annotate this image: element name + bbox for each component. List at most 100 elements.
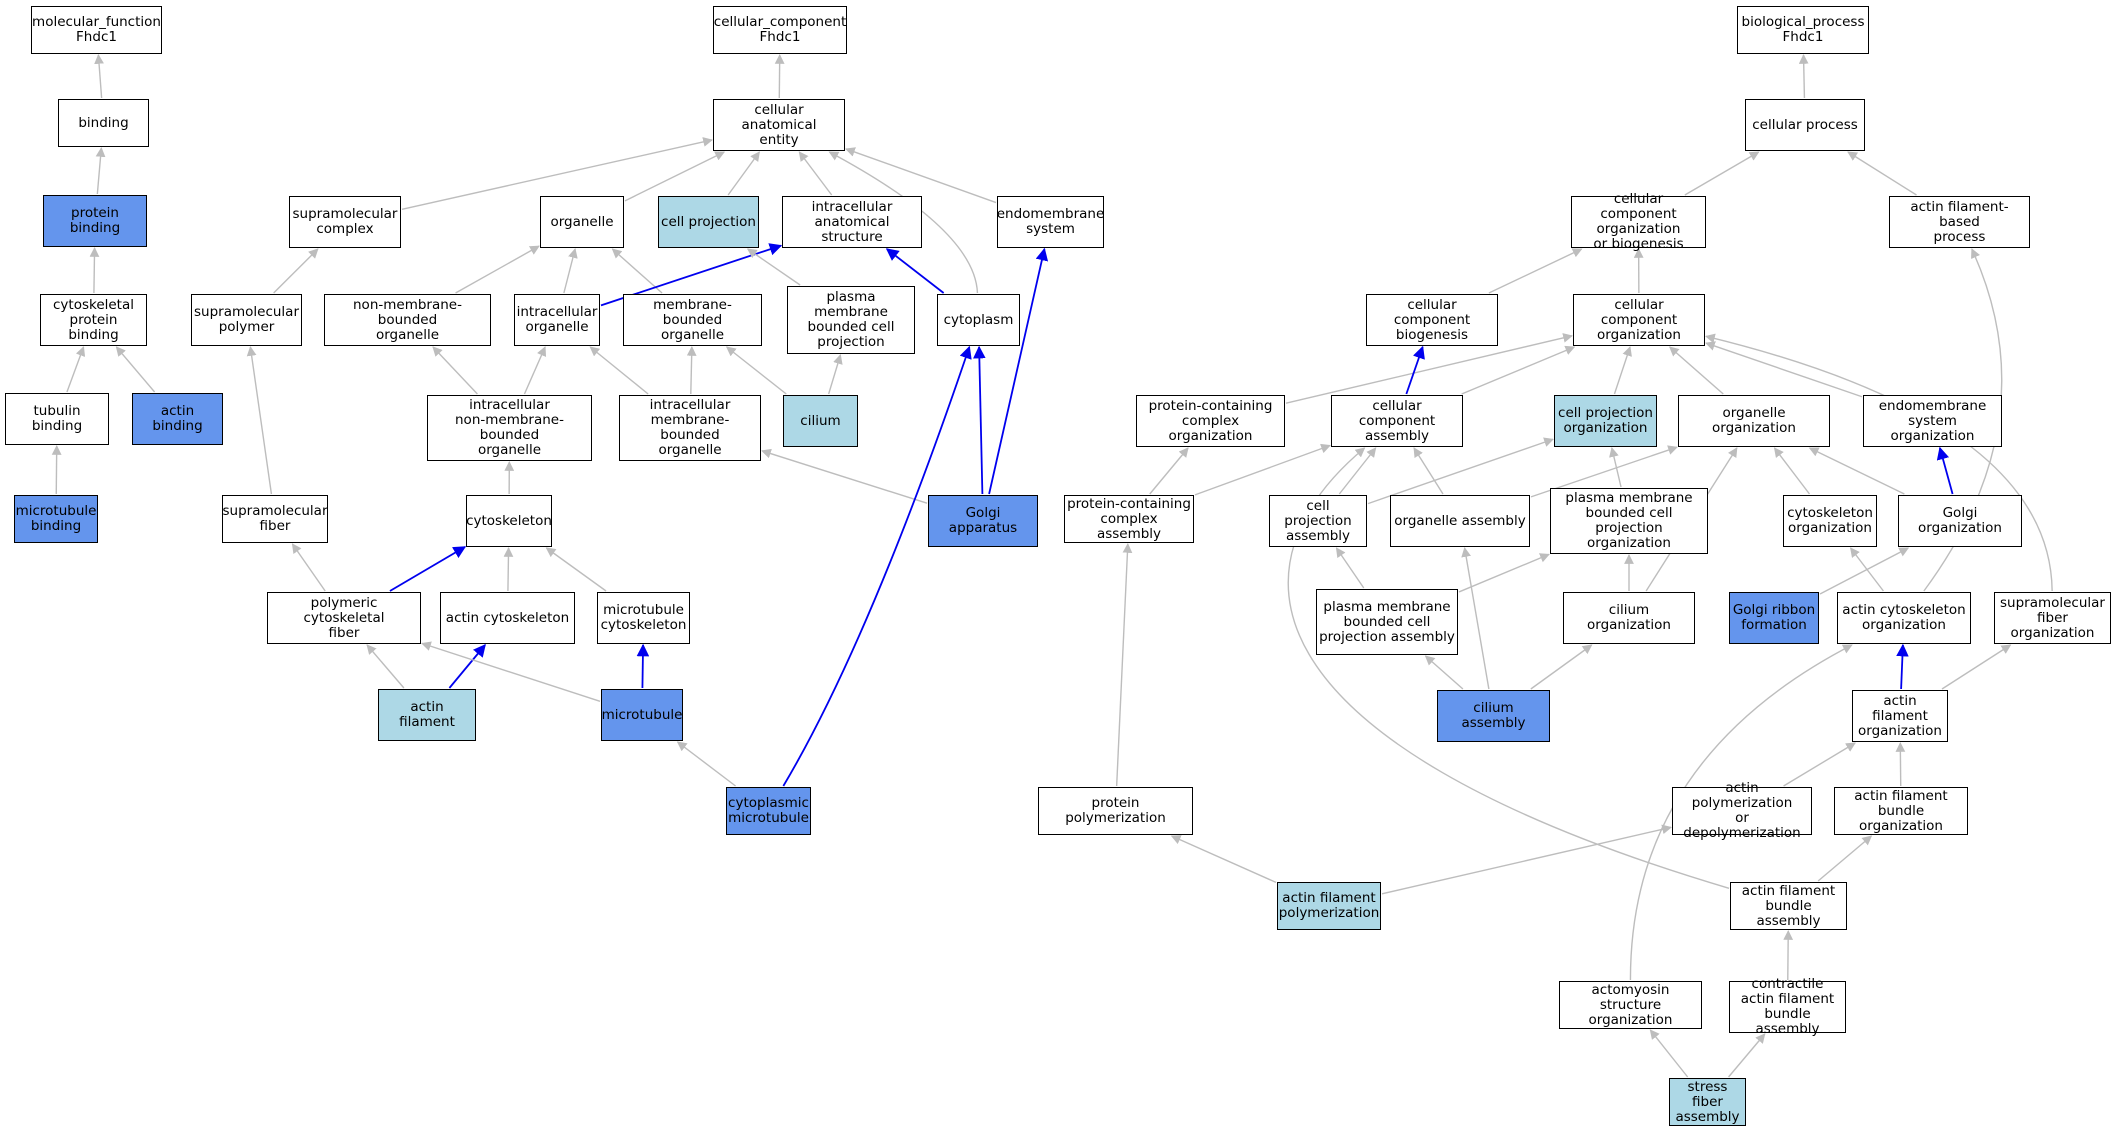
go-term-node-pcco[interactable]: protein-containing complex organization xyxy=(1136,395,1285,447)
go-term-node-mf[interactable]: molecular_function Fhdc1 xyxy=(31,6,162,54)
go-term-node-actin-binding[interactable]: actin binding xyxy=(132,393,223,445)
go-term-node-cilium-assembly[interactable]: cilium assembly xyxy=(1437,690,1550,742)
go-term-node-golgi-ribbon[interactable]: Golgi ribbon formation xyxy=(1729,592,1819,644)
go-term-node-endo-org[interactable]: endomembrane system organization xyxy=(1863,395,2002,447)
go-term-node-actin-filament[interactable]: actin filament xyxy=(378,689,476,741)
edge-poly_cyto_fiber-to-supra_fiber xyxy=(291,543,326,592)
edge-af_polym-to-protein_polym xyxy=(1170,835,1277,884)
edge-actin_cytoskeleton-to-cytoskeleton xyxy=(503,547,514,592)
go-term-node-cytoskeleton[interactable]: cytoskeleton xyxy=(466,495,552,547)
go-term-node-pcca[interactable]: protein-containing complex assembly xyxy=(1064,495,1194,543)
edge-ccob-to-cell_process xyxy=(1684,151,1760,196)
go-term-node-supra-fiber-org[interactable]: supramolecular fiber organization xyxy=(1994,592,2111,644)
go-term-node-contractile-af[interactable]: contractile actin filament bundle assemb… xyxy=(1729,977,1846,1037)
edge-cyto_mt-to-microtubule xyxy=(676,741,736,787)
go-term-node-mt-binding[interactable]: microtubule binding xyxy=(14,495,98,543)
go-term-node-protein-binding[interactable]: protein binding xyxy=(43,195,147,247)
edge-actin_filament-to-actin_cytoskeleton xyxy=(448,644,486,689)
go-term-node-af-org[interactable]: actin filament organization xyxy=(1852,690,1948,742)
go-term-node-cell-projection[interactable]: cell projection xyxy=(658,196,759,248)
go-term-node-cell-process[interactable]: cellular process xyxy=(1745,99,1865,151)
edge-mem_org-to-organelle xyxy=(611,248,663,294)
go-term-node-cell-proj-assembly[interactable]: cell projection assembly xyxy=(1269,495,1367,547)
go-term-node-golgi-org[interactable]: Golgi organization xyxy=(1898,495,2022,547)
edge-actin_cyto_org-to-cytoskeleton_org xyxy=(1850,547,1884,592)
go-term-node-pm-proj-assembly[interactable]: plasma membrane bounded cell projection … xyxy=(1316,589,1458,655)
go-term-node-intra-org[interactable]: intracellular organelle xyxy=(514,294,600,346)
edge-protein_binding-to-binding xyxy=(95,147,106,195)
edge-af_bundle_assembly-to-af_bundle_org xyxy=(1817,835,1873,882)
go-term-node-af-bundle-org[interactable]: actin filament bundle organization xyxy=(1834,787,1968,835)
go-term-node-poly-cyto-fiber[interactable]: polymeric cytoskeletal fiber xyxy=(267,592,421,644)
edge-cell_proj_assembly-to-cc_assembly xyxy=(1338,447,1377,495)
go-term-node-organelle-org[interactable]: organelle organization xyxy=(1678,395,1830,447)
edge-cyto_mt-to-cytoplasm xyxy=(782,345,972,787)
edge-pm_proj_org-to-cell_proj_org xyxy=(1609,447,1622,488)
edge-mt_cytoskeleton-to-cytoskeleton xyxy=(545,547,607,592)
go-term-node-pm-proj[interactable]: plasma membrane bounded cell projection xyxy=(787,286,915,354)
edge-cytoplasm-to-ias xyxy=(885,248,945,294)
edge-nonmem_org-to-organelle xyxy=(455,245,540,294)
edge-cilium_assembly-to-pm_proj_assembly xyxy=(1424,655,1464,690)
go-term-node-protein-polym[interactable]: protein polymerization xyxy=(1038,787,1193,835)
go-term-node-pm-proj-org[interactable]: plasma membrane bounded cell projection … xyxy=(1550,488,1708,554)
go-term-node-bp[interactable]: biological_process Fhdc1 xyxy=(1737,6,1869,54)
go-term-node-tubulin-binding[interactable]: tubulin binding xyxy=(5,393,109,445)
go-term-node-cc[interactable]: cellular_component Fhdc1 xyxy=(713,6,847,54)
edge-pm_proj_assembly-to-pm_proj_org xyxy=(1458,553,1550,593)
go-term-node-actin-cytoskeleton[interactable]: actin cytoskeleton xyxy=(440,592,575,644)
go-term-node-af-polym[interactable]: actin filament polymerization xyxy=(1277,882,1381,930)
edge-microtubule-to-poly_cyto_fiber xyxy=(421,641,601,702)
go-term-node-organelle-assembly[interactable]: organelle assembly xyxy=(1390,495,1530,547)
go-term-node-nonmem-org[interactable]: non-membrane-bounded organelle xyxy=(324,294,491,346)
go-term-node-cytoplasm[interactable]: cytoplasm xyxy=(937,294,1020,346)
go-term-node-actin-polym-depolym[interactable]: actin polymerization or depolymerization xyxy=(1672,781,1812,841)
go-term-node-actomyosin-org[interactable]: actomyosin structure organization xyxy=(1559,981,1702,1029)
edge-supra_fiber_org-to-cc_org xyxy=(1705,333,2053,592)
edge-binding-to-mf xyxy=(94,54,104,99)
go-term-node-cytoskeleton-org[interactable]: cytoskeleton organization xyxy=(1783,495,1877,547)
go-term-node-ccob[interactable]: cellular component organization or bioge… xyxy=(1571,192,1706,252)
edge-poly_cyto_fiber-to-cytoskeleton xyxy=(389,546,467,592)
go-term-node-intra-mem[interactable]: intracellular membrane-bounded organelle xyxy=(619,395,761,461)
go-term-node-ias[interactable]: intracellular anatomical structure xyxy=(782,196,922,248)
go-term-node-supra-fiber[interactable]: supramolecular fiber xyxy=(222,495,328,543)
go-term-node-af-bundle-assembly[interactable]: actin filament bundle assembly xyxy=(1730,882,1847,930)
go-term-node-microtubule[interactable]: microtubule xyxy=(601,689,683,741)
edge-intra_mem-to-mem_org xyxy=(686,346,697,395)
go-term-node-cilium[interactable]: cilium xyxy=(783,395,858,447)
edge-pcca-to-pcco xyxy=(1149,447,1189,495)
edge-golgi_org-to-endo_org xyxy=(1936,446,1954,495)
edge-cilium-to-pm_proj xyxy=(827,354,843,395)
go-term-node-mt-cytoskeleton[interactable]: microtubule cytoskeleton xyxy=(597,592,690,644)
go-term-node-cell-proj-org[interactable]: cell projection organization xyxy=(1554,395,1657,447)
go-term-node-actin-cyto-org[interactable]: actin cytoskeleton organization xyxy=(1837,592,1971,644)
go-term-node-cc-org[interactable]: cellular component organization xyxy=(1573,294,1705,346)
go-term-node-cae[interactable]: cellular anatomical entity xyxy=(713,99,845,151)
edge-cytoplasm-to-cae xyxy=(828,151,979,294)
go-term-node-golgi[interactable]: Golgi apparatus xyxy=(928,495,1038,547)
edge-cc_biogenesis-to-ccob xyxy=(1488,248,1583,294)
go-term-node-supra-polymer[interactable]: supramolecular polymer xyxy=(191,294,302,346)
edge-golgi-to-intra_mem xyxy=(761,448,928,504)
edge-tubulin_binding-to-cyto_prot_binding xyxy=(66,346,86,393)
go-term-node-endomembrane[interactable]: endomembrane system xyxy=(997,196,1104,248)
go-term-node-cyto-mt[interactable]: cytoplasmic microtubule xyxy=(726,787,811,835)
edge-intra_nonmem-to-intra_org xyxy=(523,346,547,395)
go-term-node-afbp[interactable]: actin filament-based process xyxy=(1889,196,2030,248)
go-term-node-organelle[interactable]: organelle xyxy=(540,196,624,248)
go-term-node-supra-complex[interactable]: supramolecular complex xyxy=(289,196,401,248)
go-term-node-binding[interactable]: binding xyxy=(58,99,149,147)
go-term-node-cyto-prot-binding[interactable]: cytoskeletal protein binding xyxy=(40,294,147,346)
go-term-node-cilium-org[interactable]: cilium organization xyxy=(1563,592,1695,644)
edge-stress_fiber-to-actomyosin_org xyxy=(1649,1029,1689,1078)
go-term-node-intra-nonmem[interactable]: intracellular non-membrane-bounded organ… xyxy=(427,395,592,461)
edge-microtubule-to-mt_cytoskeleton xyxy=(636,643,650,689)
edge-cc_assembly-to-cc_org xyxy=(1461,345,1576,395)
go-term-node-mem-org[interactable]: membrane-bounded organelle xyxy=(623,294,762,346)
go-term-node-stress-fiber[interactable]: stress fiber assembly xyxy=(1669,1078,1746,1126)
go-term-node-cc-biogenesis[interactable]: cellular component biogenesis xyxy=(1366,294,1498,346)
edge-supra_complex-to-cae xyxy=(401,137,713,210)
edge-actomyosin_org-to-actin_cyto_org xyxy=(1629,644,1853,981)
go-term-node-cc-assembly[interactable]: cellular component assembly xyxy=(1331,395,1463,447)
